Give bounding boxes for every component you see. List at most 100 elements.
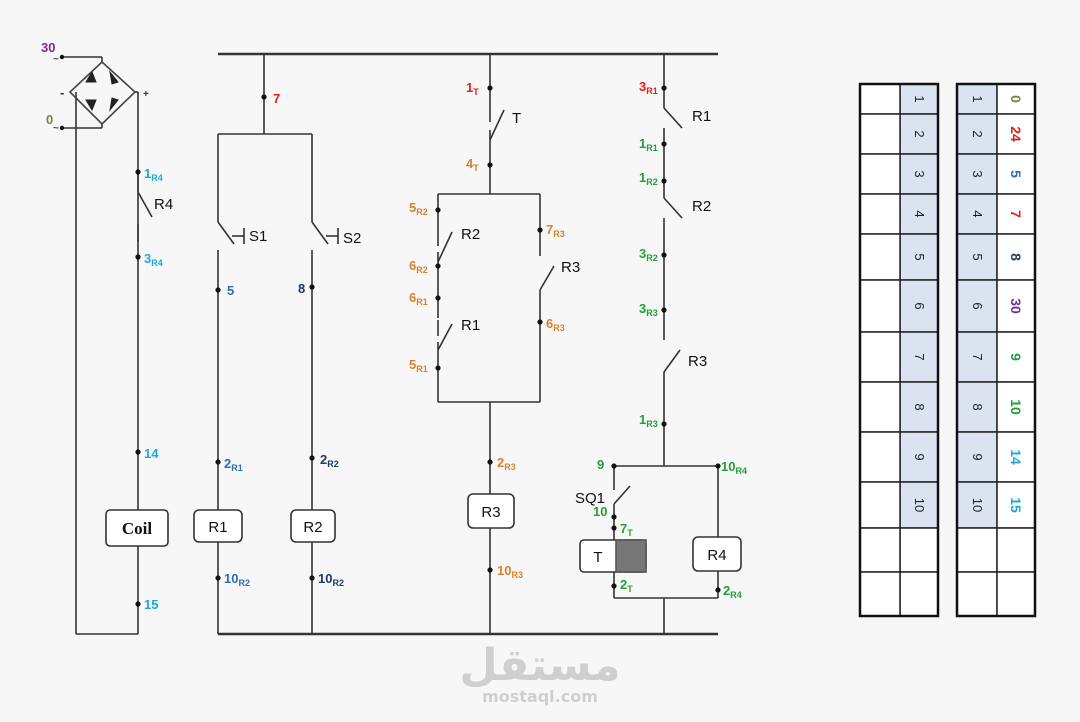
node-6r3: 6R3 xyxy=(546,316,565,333)
node-3r4: 3R4 xyxy=(144,251,163,268)
terminal-value: 8 xyxy=(1008,253,1024,261)
node-6r2: 6R2 xyxy=(409,258,428,275)
node-1t: 1T xyxy=(466,80,479,97)
node-2r2: 2R2 xyxy=(320,452,339,469)
terminal-number: 8 xyxy=(912,403,927,410)
table-cell xyxy=(859,571,901,617)
terminal-value: 0 xyxy=(1008,95,1024,103)
table-cell xyxy=(956,571,998,617)
node-14: 14 xyxy=(144,446,159,461)
table-cell xyxy=(899,381,939,433)
contact-r4-supply xyxy=(137,172,153,242)
node-9: 9 xyxy=(597,457,604,472)
node-10: 10 xyxy=(593,504,607,519)
table-cell xyxy=(899,527,939,573)
contact-r1b-label: R1 xyxy=(692,108,711,125)
table-cell xyxy=(859,193,901,235)
node-8: 8 xyxy=(298,281,305,296)
contact-r3b-label: R3 xyxy=(688,353,707,370)
node-10r3: 10R3 xyxy=(497,563,523,580)
timer-shaded-block xyxy=(615,539,647,573)
node-2r1: 2R1 xyxy=(224,456,243,473)
terminal-value: 24 xyxy=(1008,126,1024,142)
terminal-number: 7 xyxy=(970,353,985,360)
node-2r3: 2R3 xyxy=(497,455,516,472)
timer-label: T xyxy=(593,549,602,566)
node-6r1: 6R1 xyxy=(409,290,428,307)
terminal-number: 4 xyxy=(970,210,985,217)
table-cell xyxy=(956,279,998,333)
relay-r1-label: R1 xyxy=(208,519,227,536)
node-2t: 2T xyxy=(620,577,633,594)
node-7r3: 7R3 xyxy=(546,222,565,239)
terminal-number: 3 xyxy=(970,170,985,177)
table-cell xyxy=(899,153,939,195)
terminal-number: 6 xyxy=(970,302,985,309)
table-cell xyxy=(859,431,901,483)
table-cell xyxy=(956,431,998,483)
table-cell xyxy=(996,153,1036,195)
node-3r3: 3R3 xyxy=(639,301,658,318)
dc-minus: - xyxy=(60,85,64,100)
ac-high-label: 30 xyxy=(41,40,55,55)
table-cell xyxy=(859,83,901,115)
table-cell xyxy=(899,481,939,529)
switch-s2-label: S2 xyxy=(343,230,361,247)
node-5r2: 5R2 xyxy=(409,200,428,217)
coil-box xyxy=(105,509,169,547)
table-cell xyxy=(859,279,901,333)
terminal-number: 2 xyxy=(912,130,927,137)
terminal-value: 14 xyxy=(1008,449,1024,465)
terminal-number: 5 xyxy=(912,253,927,260)
table-cell xyxy=(996,571,1036,617)
relay-r3-box xyxy=(467,493,515,529)
terminal-number: 10 xyxy=(912,498,927,512)
contact-r2b-label: R2 xyxy=(692,198,711,215)
terminal-number: 7 xyxy=(912,353,927,360)
table-cell xyxy=(859,113,901,155)
relay-r4-box xyxy=(692,536,742,572)
node-10r2-a: 10R2 xyxy=(224,571,250,588)
terminal-number: 10 xyxy=(970,498,985,512)
ac-tilde-bottom: ~ xyxy=(53,123,59,134)
node-3r2: 3R2 xyxy=(639,246,658,263)
table-cell xyxy=(859,233,901,281)
node-1r4: 1R4 xyxy=(144,166,163,183)
terminal-number: 2 xyxy=(970,130,985,137)
coil-label: Coil xyxy=(122,519,153,538)
node-3r1: 3R1 xyxy=(639,79,658,96)
relay-r3-label: R3 xyxy=(481,504,500,521)
switch-sq1-label: SQ1 xyxy=(575,490,605,507)
table-cell xyxy=(899,431,939,483)
node-5r1: 5R1 xyxy=(409,357,428,374)
table-cell xyxy=(996,527,1036,573)
terminal-number: 5 xyxy=(970,253,985,260)
node-1r1: 1R1 xyxy=(639,136,658,153)
watermark: مستقل mostaql.com xyxy=(460,640,621,706)
terminal-number: 9 xyxy=(912,453,927,460)
dc-plus: + xyxy=(143,89,149,100)
terminal-number: 4 xyxy=(912,210,927,217)
relay-r2-box xyxy=(290,509,336,543)
terminal-number: 1 xyxy=(912,95,927,102)
terminal-value: 9 xyxy=(1008,353,1024,361)
contact-r1-label: R1 xyxy=(461,317,480,334)
node-1r2: 1R2 xyxy=(639,170,658,187)
table-cell xyxy=(859,153,901,195)
contact-r4-label: R4 xyxy=(154,196,173,213)
junction-dots xyxy=(59,54,721,607)
contact-r3-label: R3 xyxy=(561,259,580,276)
table-cell xyxy=(859,527,901,573)
node-1r3: 1R3 xyxy=(639,412,658,429)
terminal-number: 8 xyxy=(970,403,985,410)
contact-t-label: T xyxy=(512,110,521,127)
branch-timer xyxy=(579,54,742,634)
relay-r2-label: R2 xyxy=(303,519,322,536)
table-cell xyxy=(996,279,1036,333)
watermark-arabic: مستقل xyxy=(460,640,621,691)
branch-start-stop xyxy=(193,54,339,634)
